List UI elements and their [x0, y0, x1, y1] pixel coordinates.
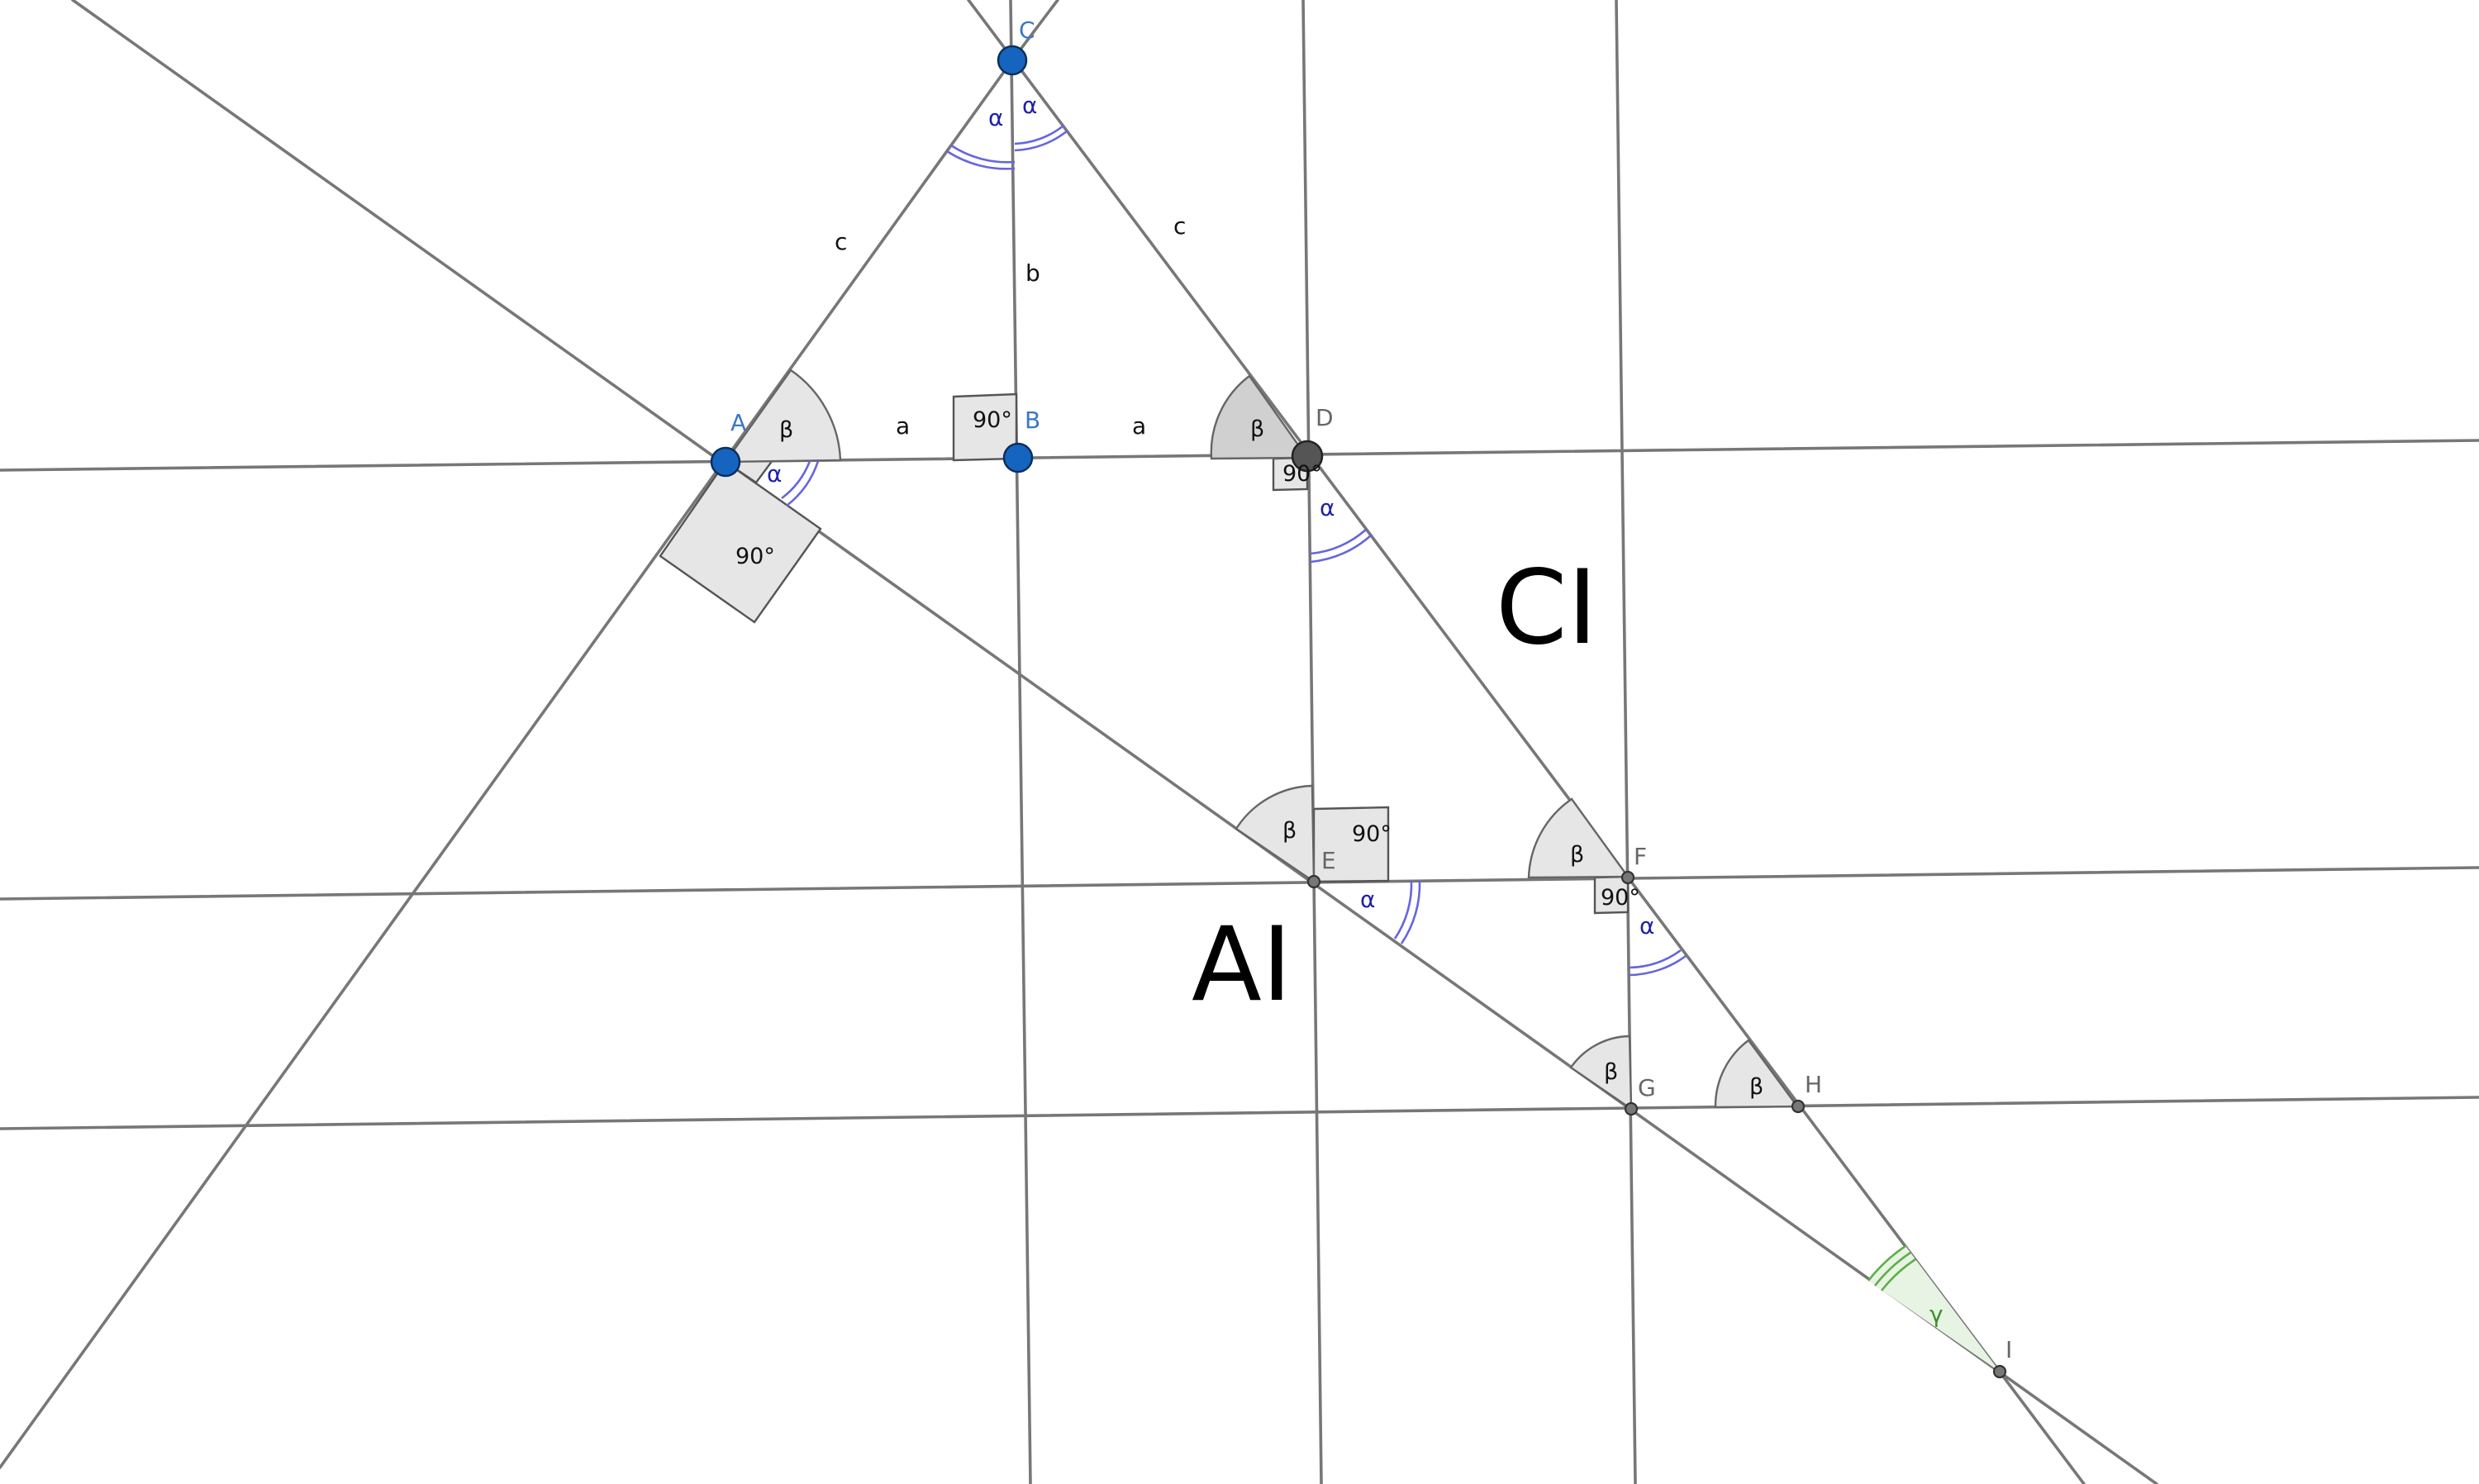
label-right-f: 90° — [1601, 885, 1640, 911]
line-gh[interactable] — [0, 1096, 2479, 1130]
beta-angle-e — [1235, 784, 1316, 884]
label-right-e: 90° — [1352, 821, 1392, 847]
label-beta-a: β — [779, 417, 793, 443]
alpha-arc-f-1 — [1629, 954, 1687, 977]
alpha-arc-d-2 — [1310, 528, 1368, 555]
beta-angle-h — [1714, 1039, 1800, 1109]
point-h[interactable] — [1791, 1099, 1806, 1114]
right-angle-a — [659, 460, 822, 624]
label-region-ai: AI — [1192, 906, 1292, 1025]
label-point-a: A — [730, 409, 746, 436]
label-alpha-d: α — [1320, 494, 1335, 521]
alpha-arc-e-1 — [1400, 880, 1421, 944]
label-alpha-e: α — [1360, 886, 1375, 913]
label-seg-b: b — [1025, 259, 1040, 287]
gamma-angle — [1867, 1244, 2000, 1372]
beta-angles — [723, 369, 1800, 1111]
label-point-i: I — [2006, 1336, 2012, 1363]
gamma-arc-3 — [1880, 1258, 1916, 1291]
beta-angle-g — [1569, 1035, 1633, 1111]
gamma-arc-1 — [1867, 1244, 1906, 1282]
label-alpha-a: α — [767, 460, 782, 488]
point-d[interactable] — [1291, 440, 1324, 473]
label-point-h: H — [1805, 1071, 1822, 1098]
point-a[interactable] — [710, 446, 741, 478]
alpha-arc-e-2 — [1393, 880, 1413, 939]
gamma-arc-2 — [1873, 1251, 1911, 1287]
beta-angle-f — [1527, 797, 1630, 879]
label-beta-g: β — [1604, 1059, 1618, 1085]
line-ca[interactable] — [0, 59, 1014, 1469]
alpha-arc-f-2 — [1629, 949, 1682, 969]
label-right-a: 90° — [735, 544, 775, 569]
alpha-arc-d-1 — [1310, 534, 1373, 564]
alpha-arc-c-right-2 — [1014, 124, 1064, 145]
label-right-b: 90° — [973, 407, 1012, 433]
label-seg-c-right: c — [1173, 212, 1186, 240]
point-g[interactable] — [1624, 1101, 1639, 1116]
segment-labels: c c b a a — [835, 212, 1186, 440]
label-alpha-c-right: α — [1022, 92, 1037, 119]
alpha-arc-c-left-2 — [950, 144, 1016, 164]
point-b[interactable] — [1002, 442, 1034, 473]
beta-angle-a — [723, 369, 842, 464]
label-beta-e: β — [1282, 818, 1297, 844]
label-point-e: E — [1321, 847, 1336, 874]
label-alpha-c-left: α — [988, 104, 1003, 131]
label-point-d: D — [1316, 404, 1334, 431]
label-beta-d: β — [1250, 416, 1264, 442]
line-cd[interactable] — [967, 0, 2086, 1484]
points — [710, 45, 2007, 1379]
label-point-f: F — [1634, 843, 1647, 870]
line-de[interactable] — [1301, 0, 1323, 1484]
alpha-arc-a-1 — [786, 460, 820, 507]
alpha-arc-a-2 — [781, 460, 811, 500]
line-ef[interactable] — [0, 866, 2479, 901]
point-e[interactable] — [1306, 874, 1321, 889]
alpha-arc-c-right-1 — [1014, 129, 1068, 152]
label-region-ci: CI — [1496, 549, 1597, 668]
point-i[interactable] — [1992, 1364, 2007, 1379]
point-f[interactable] — [1620, 870, 1635, 885]
label-point-g: G — [1638, 1074, 1656, 1101]
angle-labels: α α α α α α β β β β β β γ 90° 90° 90° 90… — [735, 92, 1944, 1328]
line-cb[interactable] — [1009, 0, 1032, 1484]
label-point-c: C — [1019, 17, 1035, 44]
region-labels: CI AI — [1192, 549, 1597, 1025]
line-ai[interactable] — [71, 0, 2158, 1484]
point-c[interactable] — [997, 45, 1028, 76]
label-seg-c-left: c — [835, 228, 847, 255]
label-seg-a-right: a — [1132, 412, 1146, 440]
alpha-angles — [781, 124, 1687, 977]
label-gamma: γ — [1929, 1301, 1944, 1328]
line-fg[interactable] — [1615, 0, 1637, 1484]
point-labels: A B C D E F G H I — [730, 17, 2012, 1363]
label-seg-a-left: a — [896, 412, 910, 440]
label-beta-f: β — [1570, 842, 1584, 868]
label-beta-h: β — [1749, 1074, 1763, 1100]
gamma-angle-fill — [1868, 1246, 2000, 1372]
beta-angle-d — [1210, 374, 1310, 460]
label-point-b: B — [1025, 407, 1040, 434]
label-alpha-f: α — [1639, 912, 1654, 939]
label-right-d: 90° — [1282, 461, 1322, 487]
alpha-arc-c-left-1 — [946, 150, 1016, 170]
